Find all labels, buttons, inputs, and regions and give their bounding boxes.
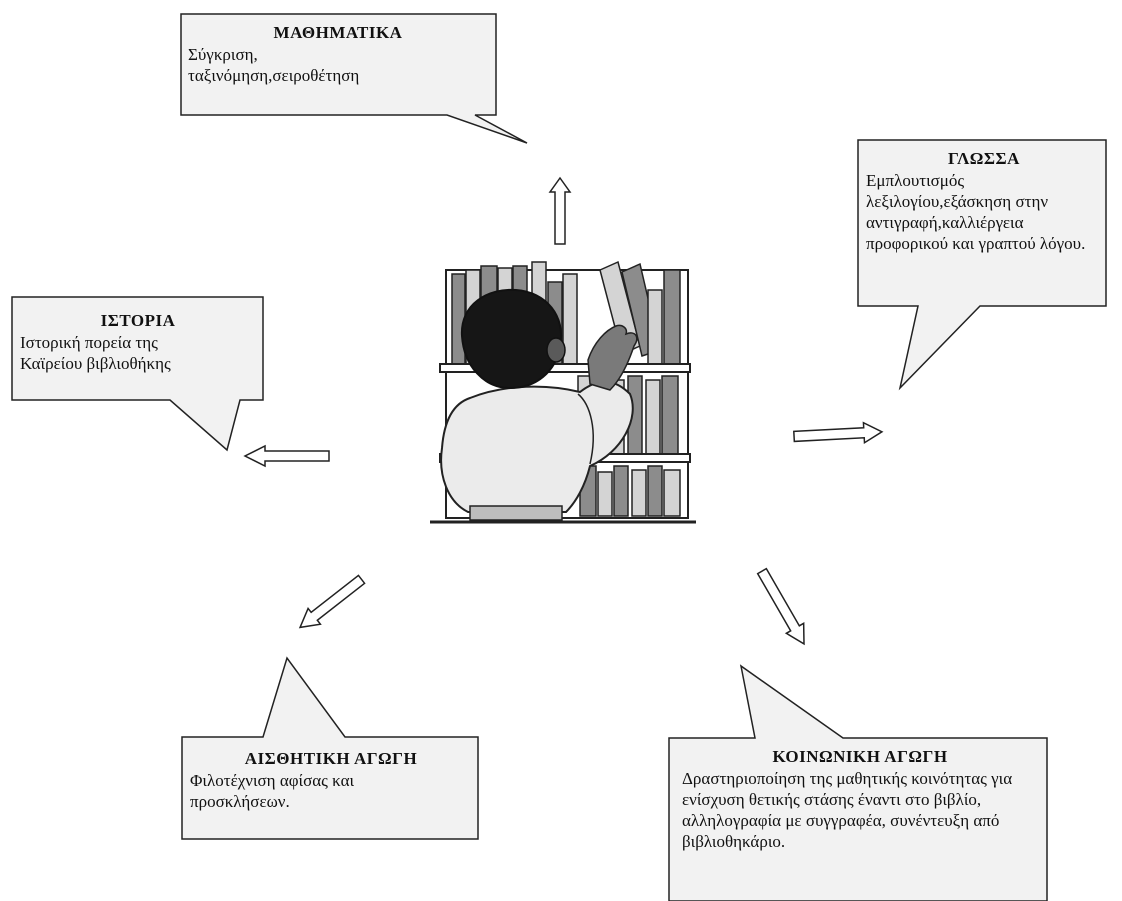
aesthetic-callout-shape: [181, 656, 479, 840]
social-text: Δραστηριοποίηση της μαθητικής κοινότητας…: [682, 769, 1013, 851]
aesthetic-callout: ΑΙΣΘΗΤΙΚΗ ΑΓΩΓΗ Φιλοτέχνιση αφίσας και π…: [190, 748, 472, 812]
social-callout-shape: [668, 664, 1048, 901]
math-callout-shape: [180, 13, 528, 144]
child-bookshelf-illustration: [430, 260, 696, 524]
language-text: Εμπλουτισμός λεξιλογίου,εξάσκηση στην αν…: [866, 171, 1086, 253]
history-callout-shape: [11, 296, 264, 452]
math-text: Σύγκριση, ταξινόμηση,σειροθέτηση: [188, 45, 360, 85]
language-title: ΓΛΩΣΣΑ: [948, 149, 1020, 168]
arrow-left-icon: [243, 444, 330, 468]
arrow-right-icon: [793, 421, 884, 445]
math-title: ΜΑΘΗΜΑΤΙΚΑ: [273, 23, 403, 42]
social-callout: ΚΟΙΝΩΝΙΚΗ ΑΓΩΓΗ Δραστηριοποίηση της μαθη…: [682, 746, 1038, 852]
language-callout-shape: [857, 139, 1107, 391]
history-title: ΙΣΤΟΡΙΑ: [100, 311, 176, 330]
language-callout: ΓΛΩΣΣΑ Εμπλουτισμός λεξιλογίου,εξάσκηση …: [866, 148, 1102, 254]
math-callout: ΜΑΘΗΜΑΤΙΚΑ Σύγκριση, ταξινόμηση,σειροθέτ…: [188, 22, 488, 86]
social-title: ΚΟΙΝΩΝΙΚΗ ΑΓΩΓΗ: [772, 747, 948, 766]
arrow-up-icon: [548, 176, 572, 245]
arrow-down-left-icon: [298, 574, 366, 629]
aesthetic-text: Φιλοτέχνιση αφίσας και προσκλήσεων.: [190, 771, 355, 811]
aesthetic-title: ΑΙΣΘΗΤΙΚΗ ΑΓΩΓΗ: [244, 749, 418, 768]
arrow-down-right-icon: [756, 567, 805, 646]
history-callout: ΙΣΤΟΡΙΑ Ιστορική πορεία της Καϊρείου βιβ…: [20, 310, 256, 374]
history-text: Ιστορική πορεία της Καϊρείου βιβλιοθήκης: [20, 333, 171, 373]
